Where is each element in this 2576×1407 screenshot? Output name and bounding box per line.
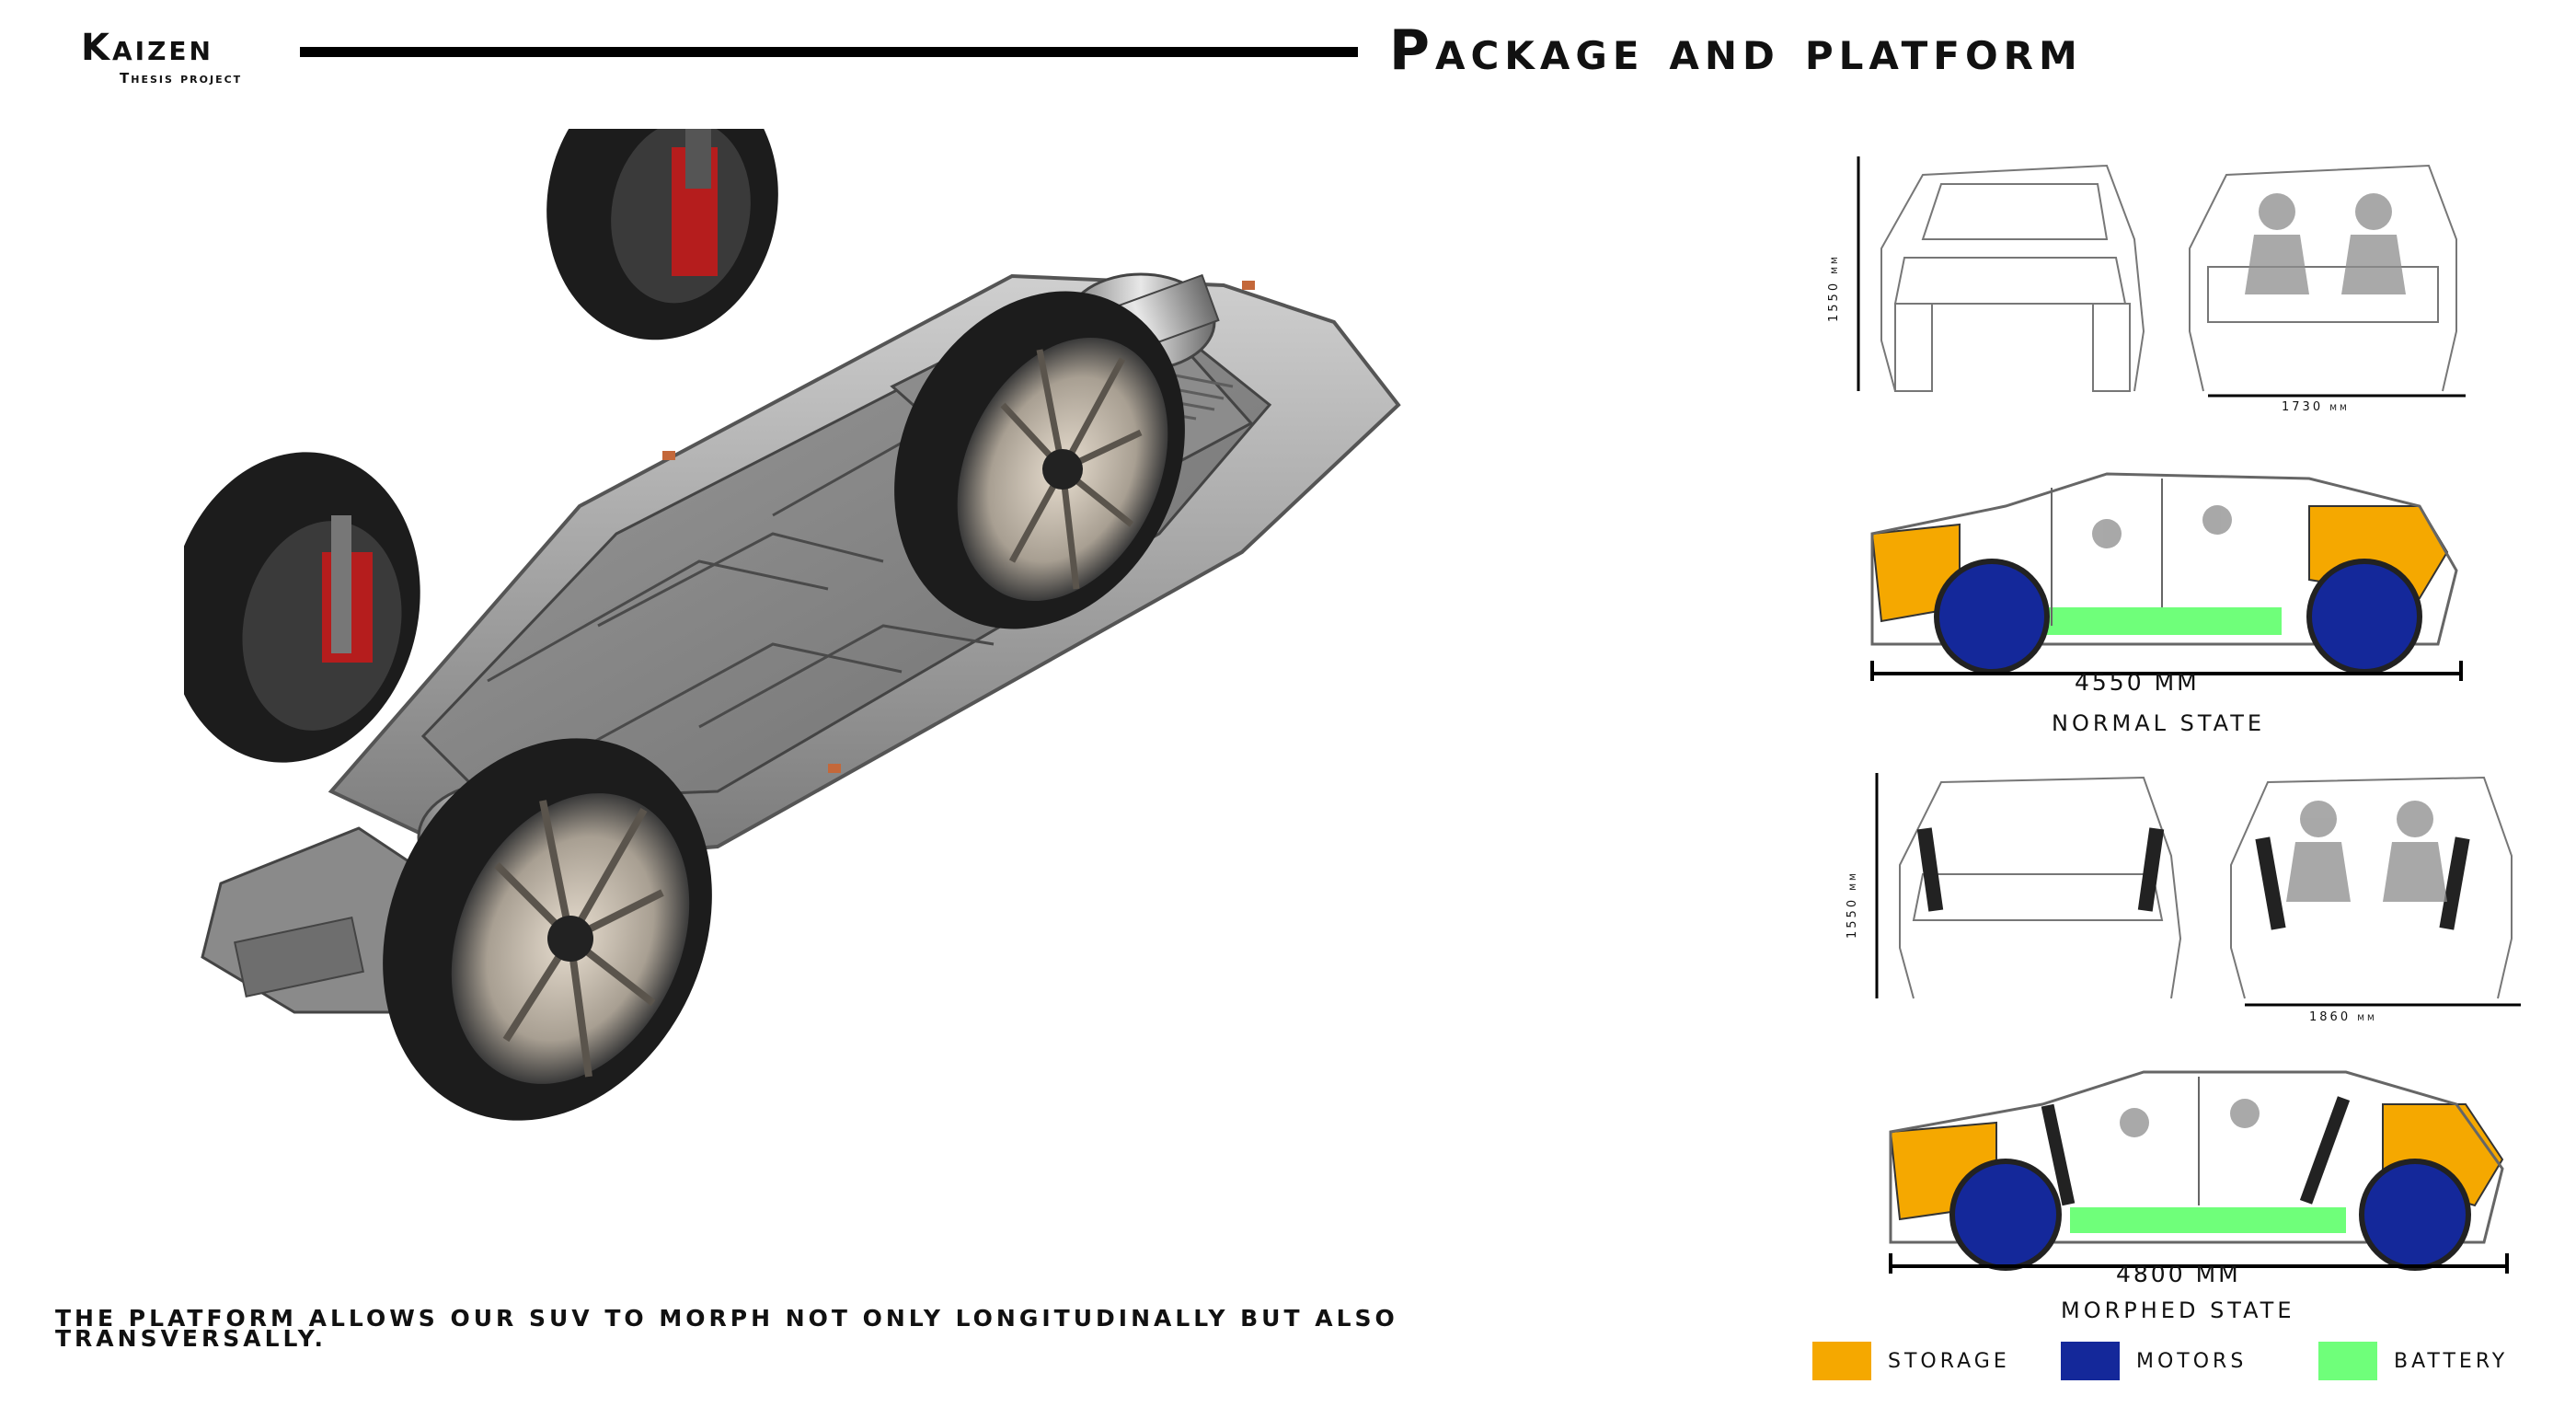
legend-label-battery: Battery — [2394, 1349, 2509, 1373]
normal-width-label: 1730 mm — [2282, 400, 2350, 414]
battery-swatch — [2318, 1342, 2377, 1380]
morphed-length-label: 4800 MM — [2116, 1261, 2241, 1287]
morphed-state-label: Morphed state — [2061, 1297, 2295, 1323]
header-brand: Kaizen Thesis project — [81, 27, 240, 86]
morphed-width-label: 1860 mm — [2309, 1010, 2377, 1024]
morphed-side-view — [1886, 1067, 2512, 1274]
brand-subtitle: Thesis project — [120, 70, 243, 86]
platform-caption: The platform allows our SUV to morph not… — [55, 1305, 1398, 1352]
legend-label-storage: Storage — [1888, 1349, 2010, 1373]
page-title: Package and platform — [1389, 18, 2083, 83]
legend-item-battery: Battery — [2318, 1342, 2508, 1380]
legend-item-motors: Motors — [2061, 1342, 2247, 1380]
normal-state-label: Normal state — [2052, 710, 2266, 736]
platform-render-image — [184, 129, 1693, 1215]
normal-side-view — [1868, 469, 2466, 681]
morphed-height-label: 1550 mm — [1846, 871, 1859, 939]
brand-title: Kaizen — [81, 27, 213, 69]
normal-front-rear-views: 1550 mm 1730 mm — [1827, 147, 2466, 423]
header-rule — [300, 47, 1358, 57]
normal-length-label: 4550 MM — [2075, 669, 2200, 696]
normal-height-label: 1550 mm — [1827, 254, 1841, 322]
legend-label-motors: Motors — [2136, 1349, 2248, 1373]
storage-swatch — [1812, 1342, 1871, 1380]
legend-item-storage: Storage — [1812, 1342, 2010, 1380]
morphed-front-rear-views: 1550 mm 1860 mm — [1846, 764, 2521, 1031]
motors-swatch — [2061, 1342, 2120, 1380]
